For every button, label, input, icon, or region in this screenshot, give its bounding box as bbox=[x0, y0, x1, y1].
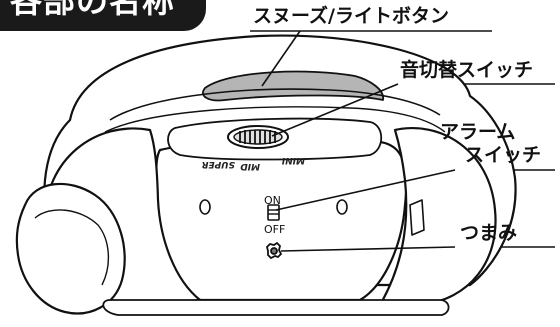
section-title-tab: 各部の名称 bbox=[0, 0, 206, 31]
sound-switch-ribs-icon bbox=[239, 130, 276, 144]
knob bbox=[266, 241, 283, 260]
label-mini: MINI bbox=[281, 155, 305, 165]
section-title: 各部の名称 bbox=[10, 0, 176, 20]
label-on: ON bbox=[264, 194, 281, 207]
sound-switch bbox=[227, 125, 289, 149]
snooze-light-button bbox=[202, 70, 384, 102]
label-mid: MID bbox=[240, 161, 260, 171]
callout-snooze-light-button: スヌーズ/ライトボタン bbox=[253, 5, 449, 27]
device-body bbox=[15, 34, 517, 316]
callout-alarm-switch-line1: アラーム bbox=[440, 121, 516, 143]
callout-alarm-switch-line2: スイッチ bbox=[465, 144, 542, 166]
leader-lines bbox=[261, 30, 456, 252]
label-off: OFF bbox=[264, 223, 285, 236]
callout-sound-switch: 音切替スイッチ bbox=[400, 59, 534, 81]
label-super: SUPER bbox=[201, 159, 235, 169]
alarm-switch bbox=[267, 204, 280, 221]
callout-knob: つまみ bbox=[460, 222, 518, 244]
screw-holes bbox=[199, 199, 348, 215]
